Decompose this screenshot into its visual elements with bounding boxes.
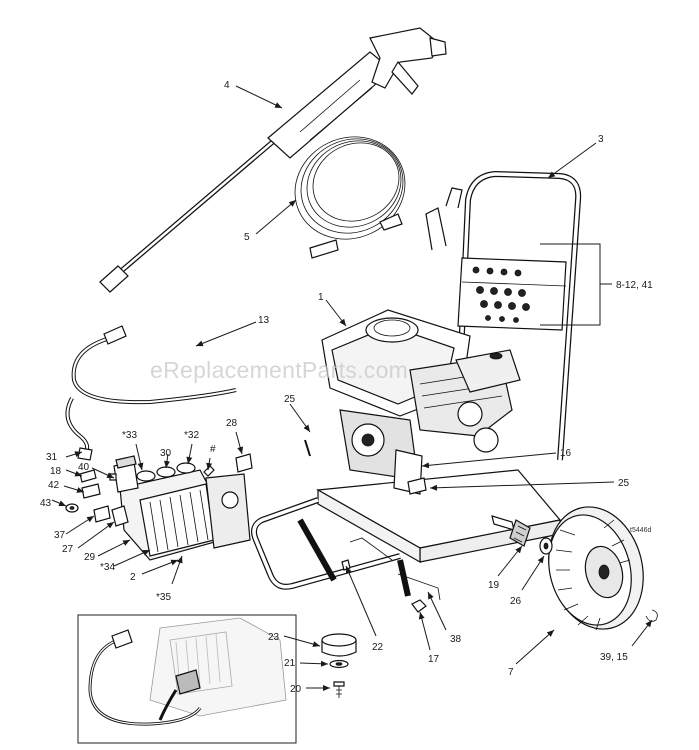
callout-33: *33 [122, 430, 137, 441]
callout-labels: 4 5 3 1 8-12, 41 13 25 16 25 31 *33 *32 … [40, 80, 653, 695]
callout-5: 5 [244, 232, 250, 243]
callout-2: 2 [130, 572, 136, 583]
callout-37: 37 [54, 530, 66, 541]
callout-26: 26 [510, 596, 522, 607]
engine [321, 309, 521, 495]
callout-3: 3 [598, 134, 604, 145]
callout-4: 4 [224, 80, 230, 91]
callout-38: 38 [450, 634, 462, 645]
callout-8-12-41: 8-12, 41 [616, 280, 653, 291]
wheel [548, 506, 658, 631]
callout-13: 13 [258, 315, 270, 326]
callout-30: 30 [160, 448, 172, 459]
callout-42: 42 [48, 480, 60, 491]
pump-hose [65, 325, 237, 461]
callout-7: 7 [508, 667, 514, 678]
callout-22: 22 [372, 642, 384, 653]
callout-18: 18 [50, 466, 62, 477]
callout-17: 17 [428, 654, 440, 665]
callout-1: 1 [318, 292, 324, 303]
callout-25-right: 25 [618, 478, 630, 489]
callout-43: 43 [40, 498, 52, 509]
callout-23: 23 [268, 632, 280, 643]
handle-frame [425, 170, 582, 461]
pump-assembly [111, 453, 253, 561]
callout-16: 16 [560, 448, 572, 459]
decal-panel [472, 266, 530, 323]
pump-fittings [65, 469, 117, 523]
spray-gun-wand [99, 27, 447, 293]
callout-28: 28 [226, 418, 238, 429]
callout-21: 21 [284, 658, 296, 669]
callout-35: *35 [156, 592, 171, 603]
coiled-hose [294, 136, 406, 259]
diagram-code: t5446d [630, 527, 652, 534]
callout-19: 19 [488, 580, 500, 591]
axle-hardware [491, 515, 553, 555]
callout-32: *32 [184, 430, 199, 441]
callout-31: 31 [46, 452, 58, 463]
callout-29: 29 [84, 552, 96, 563]
leader-lines [51, 85, 653, 691]
callout-25-top: 25 [284, 394, 296, 405]
callout-27: 27 [62, 544, 74, 555]
callout-34: *34 [100, 562, 115, 573]
foot-hardware [321, 633, 357, 698]
callout-39-15: 39, 15 [600, 652, 628, 663]
callout-40: 40 [78, 462, 90, 473]
callout-20: 20 [290, 684, 302, 695]
watermark-text: eReplacementParts.com [150, 357, 408, 383]
callout-hash: # [210, 444, 216, 455]
base-frame [251, 469, 562, 601]
inset-detail-box [77, 614, 297, 744]
